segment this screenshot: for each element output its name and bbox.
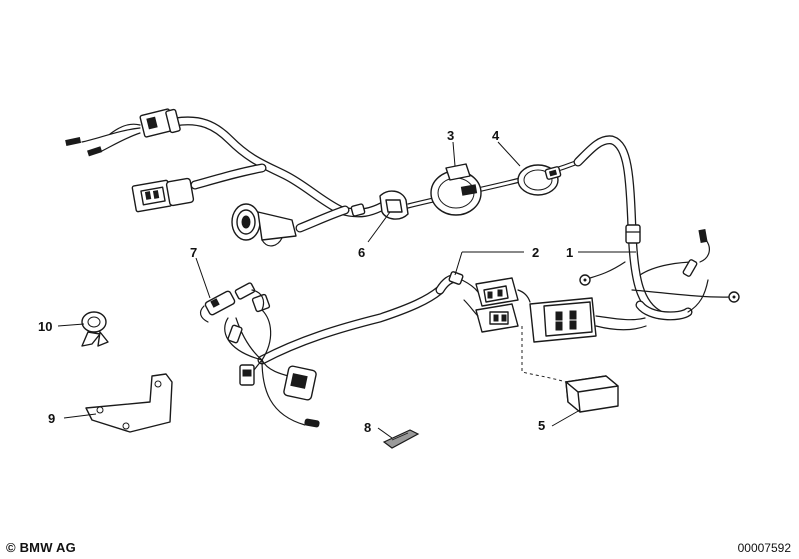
diagram-number: 00007592 bbox=[737, 541, 791, 555]
copyright-label: © BMW AG bbox=[6, 540, 76, 555]
callout-8: 8 bbox=[364, 420, 371, 435]
part-8-fuse bbox=[382, 429, 420, 449]
callout-7: 7 bbox=[190, 245, 197, 260]
part-5-relay bbox=[521, 326, 619, 413]
part-2-connector-block bbox=[448, 271, 531, 333]
callout-9: 9 bbox=[48, 411, 55, 426]
lower-harness bbox=[199, 273, 463, 428]
part-4-clamp bbox=[517, 164, 562, 196]
upper-harness bbox=[65, 108, 390, 247]
callout-1: 1 bbox=[566, 245, 573, 260]
callout-5: 5 bbox=[538, 418, 545, 433]
callout-10: 10 bbox=[38, 319, 52, 334]
part-6-grommet bbox=[379, 190, 409, 220]
part-9-bracket bbox=[85, 373, 173, 433]
right-multi-connector bbox=[529, 297, 647, 343]
callout-2: 2 bbox=[532, 245, 539, 260]
part-3-clamp bbox=[430, 163, 482, 216]
callout-4: 4 bbox=[492, 128, 500, 143]
part-10-clip bbox=[81, 311, 109, 347]
leader-lines bbox=[57, 141, 636, 439]
callout-6: 6 bbox=[358, 245, 365, 260]
callout-labels: 1 2 3 4 5 6 7 8 9 10 bbox=[38, 128, 573, 435]
callout-3: 3 bbox=[447, 128, 454, 143]
right-harness-loop bbox=[407, 135, 740, 321]
